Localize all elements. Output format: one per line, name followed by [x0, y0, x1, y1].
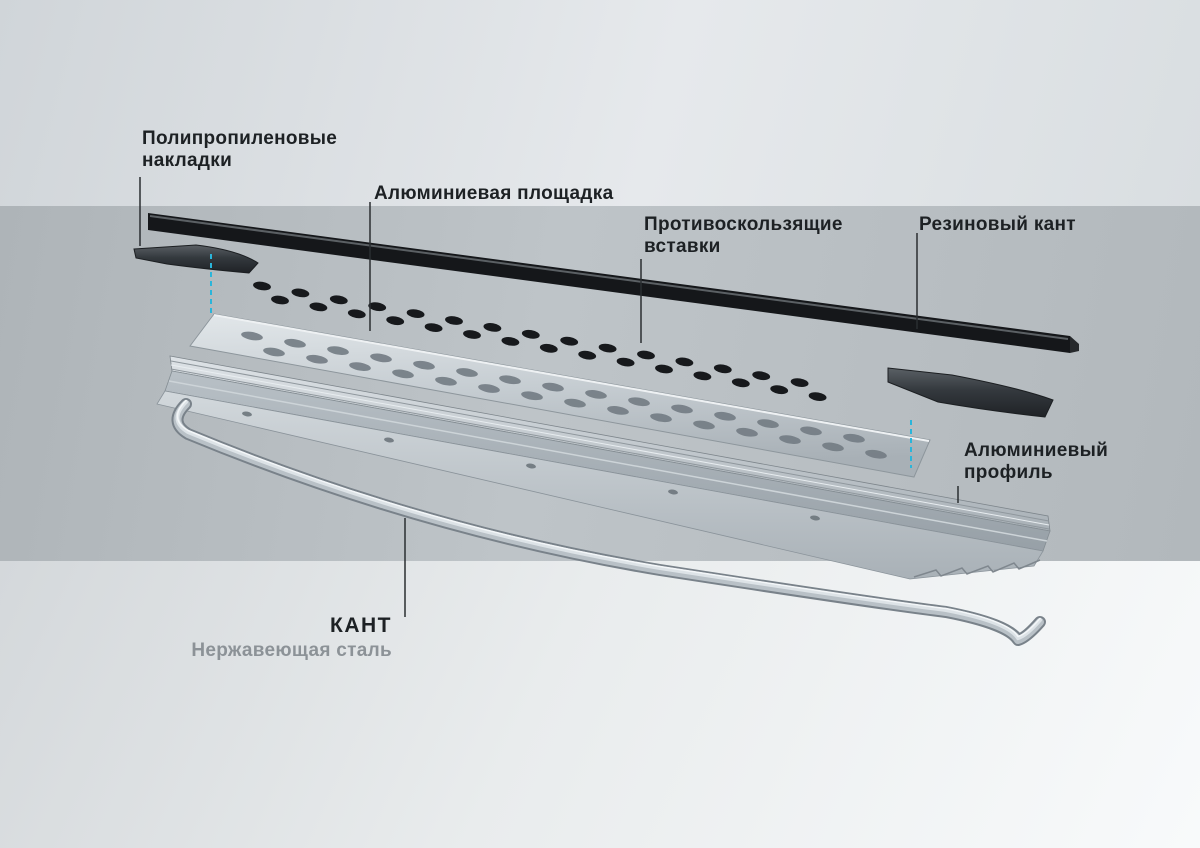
- kant-subtitle: Нержавеющая сталь: [191, 640, 392, 661]
- label-line: Противоскользящие: [644, 214, 843, 235]
- label-line: вставки: [644, 236, 721, 257]
- label-line: накладки: [142, 150, 233, 171]
- leader-lines: [139, 177, 959, 617]
- profile-end-serration: [913, 559, 1041, 578]
- label-line: Алюминиевая площадка: [374, 183, 614, 204]
- profile-mounting-holes: [242, 411, 820, 521]
- background-band-bottom: [0, 561, 1200, 848]
- label-line: профиль: [964, 462, 1053, 483]
- background-band-top: [0, 0, 1200, 206]
- label-aluminum-platform: Алюминиевая площадка: [374, 183, 613, 205]
- label-kant: КАНТ Нержавеющая сталь: [150, 615, 392, 662]
- kant-title: КАНТ: [330, 614, 392, 637]
- label-line: Алюминиевый: [964, 440, 1109, 461]
- aluminum-profile: [156, 355, 1051, 580]
- label-polypropylene-pads: Полипропиленовые накладки: [142, 128, 337, 172]
- rubber-edging-strip: [148, 213, 1079, 353]
- right-polypropylene-pad: [887, 367, 1054, 418]
- rubber-strip-end: [1070, 336, 1079, 353]
- label-rubber-edging: Резиновый кант: [919, 214, 1076, 236]
- label-antislip-inserts: Противоскользящие вставки: [644, 214, 843, 258]
- label-aluminum-profile: Алюминиевый профиль: [964, 440, 1108, 484]
- assembly-guide-lines: [210, 254, 912, 468]
- aluminum-platform-plate: [189, 313, 931, 478]
- left-polypropylene-pad: [133, 244, 259, 274]
- label-line: Резиновый кант: [919, 214, 1076, 235]
- antislip-inserts: [253, 281, 827, 401]
- label-line: Полипропиленовые: [142, 128, 338, 149]
